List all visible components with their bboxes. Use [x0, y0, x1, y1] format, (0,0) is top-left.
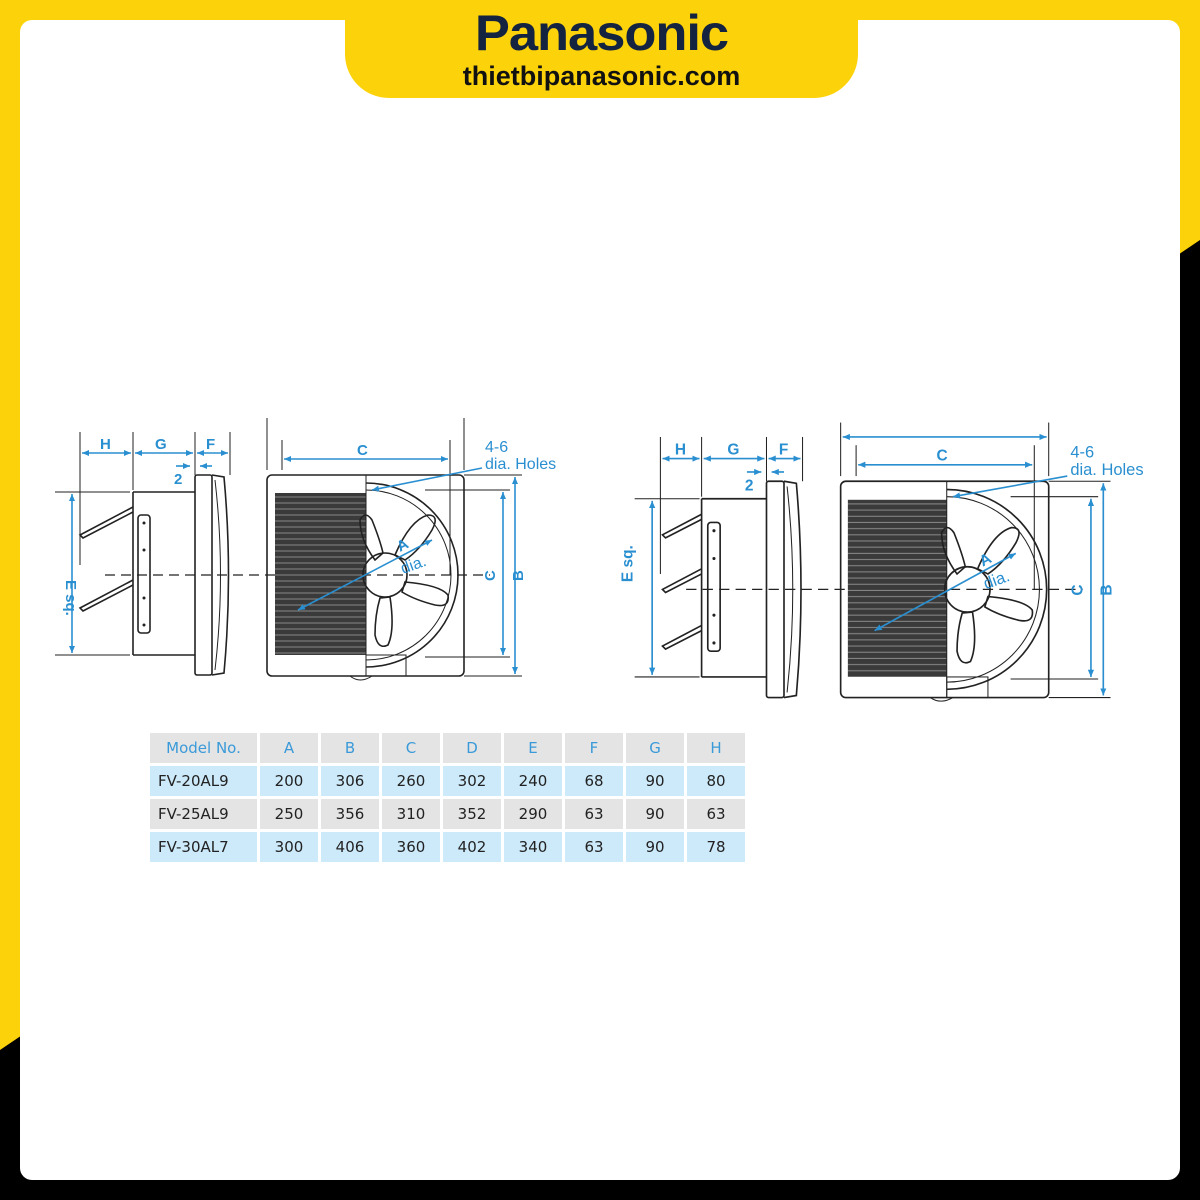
fan-drawing-fv-25: H G F 2 E sq.: [620, 422, 1144, 702]
dim-label-g: G: [155, 436, 167, 453]
brand-logo: Panasonic: [474, 5, 729, 61]
fan-drawing-fv-20: H G F 2 E sq.: [55, 418, 556, 681]
header-model: Model No.: [150, 733, 257, 763]
dim-label-2: 2: [745, 478, 754, 495]
cell: 63: [565, 799, 623, 829]
cell: 63: [565, 832, 623, 862]
header-h: H: [687, 733, 745, 763]
table-header-row: Model No. A B C D E F G H: [150, 733, 745, 763]
cell: 250: [260, 799, 318, 829]
holes-label-line1: 4-6: [485, 439, 508, 456]
dim-label-b: B: [1099, 584, 1116, 595]
cell: 352: [443, 799, 501, 829]
holes-label-line2: dia. Holes: [1070, 461, 1143, 479]
cell-model: FV-25AL9: [150, 799, 257, 829]
cell: 63: [687, 799, 745, 829]
brand-header: Panasonic thietbipanasonic.com: [345, 0, 858, 98]
header-e: E: [504, 733, 562, 763]
cell: 90: [626, 766, 684, 796]
dim-label-f: F: [206, 436, 215, 453]
dim-label-c-side: C: [1070, 584, 1087, 595]
dim-label-c-side: C: [482, 570, 499, 581]
cell: 260: [382, 766, 440, 796]
cell: 80: [687, 766, 745, 796]
dim-label-c-top: C: [936, 448, 947, 465]
table-row: FV-30AL7 300 406 360 402 340 63 90 78: [150, 832, 745, 862]
cell: 90: [626, 832, 684, 862]
dimension-table: Model No. A B C D E F G H FV-20AL9 200 3…: [147, 730, 748, 865]
front-view: C A dia. 4-6 dia. Holes: [266, 418, 556, 681]
cell: 200: [260, 766, 318, 796]
dim-label-e-sq: E sq.: [620, 545, 637, 582]
header-a: A: [260, 733, 318, 763]
cell-model: FV-30AL7: [150, 832, 257, 862]
cell: 68: [565, 766, 623, 796]
cell: 300: [260, 832, 318, 862]
cell: 360: [382, 832, 440, 862]
header-c: C: [382, 733, 440, 763]
cell: 310: [382, 799, 440, 829]
table-row: FV-25AL9 250 356 310 352 290 63 90 63: [150, 799, 745, 829]
website-link[interactable]: thietbipanasonic.com: [462, 61, 741, 91]
header-b: B: [321, 733, 379, 763]
cell: 406: [321, 832, 379, 862]
dim-label-c-top: C: [357, 442, 368, 459]
dim-label-b: B: [510, 570, 527, 581]
dim-label-h: H: [100, 436, 111, 453]
cell: 78: [687, 832, 745, 862]
table-row: FV-20AL9 200 306 260 302 240 68 90 80: [150, 766, 745, 796]
fan-blades: [359, 514, 450, 648]
side-view: H G F 2 E sq.: [620, 436, 804, 699]
cell: 302: [443, 766, 501, 796]
header-g: G: [626, 733, 684, 763]
dim-label-e-sq: E sq.: [62, 580, 79, 616]
side-view: H G F 2 E sq.: [55, 432, 231, 676]
cell: 340: [504, 832, 562, 862]
dim-label-dia: dia.: [399, 553, 429, 578]
cell: 90: [626, 799, 684, 829]
cell: 290: [504, 799, 562, 829]
dim-label-g: G: [727, 441, 739, 458]
cell: 356: [321, 799, 379, 829]
holes-label-line1: 4-6: [1070, 444, 1094, 462]
header-f: F: [565, 733, 623, 763]
front-view: C A dia. 4-6 dia. Holes: [839, 422, 1144, 702]
dim-label-f: F: [779, 441, 788, 458]
cell: 240: [504, 766, 562, 796]
header-d: D: [443, 733, 501, 763]
dim-label-h: H: [675, 441, 686, 458]
cell: 402: [443, 832, 501, 862]
dim-label-2: 2: [174, 471, 182, 488]
cell: 306: [321, 766, 379, 796]
cell-model: FV-20AL9: [150, 766, 257, 796]
holes-label-line2: dia. Holes: [485, 456, 556, 473]
fan-blades: [940, 526, 1034, 664]
